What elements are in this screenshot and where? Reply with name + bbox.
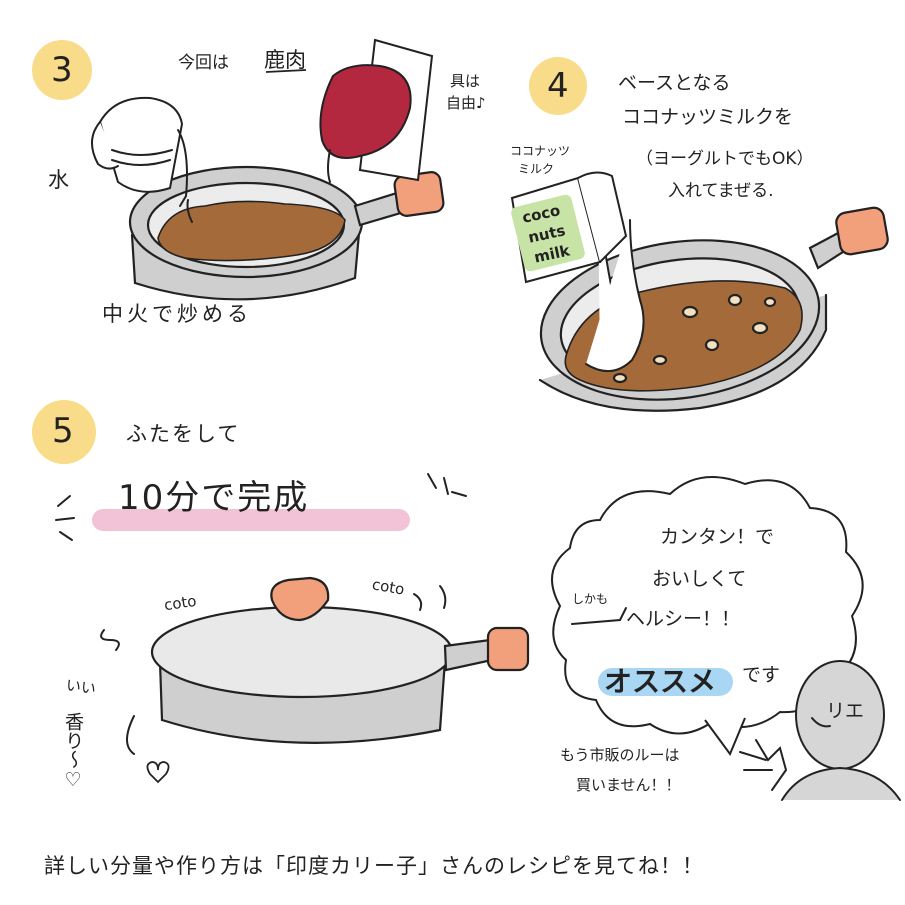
step5-pan-handle <box>486 626 530 672</box>
step5-lid-knob <box>270 576 330 622</box>
character-name: リエ <box>826 700 865 722</box>
character-speech-2: 買いません！！ <box>576 776 681 794</box>
character-rie <box>739 660 901 801</box>
step4-line1: ベースとなる <box>618 72 731 94</box>
step5-circle <box>32 400 96 464</box>
coconut-milk-carton <box>510 171 645 372</box>
water-pitcher <box>91 96 193 223</box>
bubble-shikamo: しかも <box>572 592 609 606</box>
step3-pan <box>128 165 445 301</box>
step4-circle <box>529 57 587 115</box>
heart-icon <box>146 761 170 784</box>
step3-instruction: 中火で炒める <box>102 302 252 326</box>
bubble-desu: です <box>742 664 781 686</box>
smell-line2: 香り〜♡ <box>62 712 84 791</box>
step5-number: 5 <box>52 411 74 451</box>
step4-pan-handle <box>835 206 889 256</box>
step3-note-top: 今回は <box>178 53 229 73</box>
step5-line1: ふたをして <box>126 422 241 446</box>
carton-label <box>511 194 585 272</box>
bubble-line1: カンタン！で <box>660 526 775 548</box>
character-speech-1: もう市販のルーは <box>560 746 680 764</box>
step4-line2: ココナッツミルクを <box>622 106 794 128</box>
step4-line4: 入れてまぜる. <box>668 181 774 201</box>
bubble-line2: おいしくて <box>652 568 747 590</box>
step5-pan <box>150 576 530 744</box>
step3-circle <box>32 40 92 100</box>
step3-water-label: 水 <box>48 168 69 192</box>
carton-caption-2: ミルク <box>518 162 555 176</box>
step3-note-side-2: 自由♪ <box>446 94 486 112</box>
meat-tray <box>319 38 434 183</box>
blue-highlight <box>598 668 733 696</box>
step4-line3: （ヨーグルトでもOK） <box>636 149 814 169</box>
bubble-osusume: オススメ <box>604 665 717 698</box>
smell-line1: いい <box>64 675 98 698</box>
shikamo-arrow <box>571 607 627 625</box>
bubble-tail <box>704 717 746 757</box>
step5-line2: 10分で完成 <box>118 478 310 518</box>
carton-caption-1: ココナッツ <box>510 144 571 158</box>
pink-highlight <box>92 509 410 531</box>
step3-number: 3 <box>51 50 73 90</box>
step3-curry <box>157 200 346 262</box>
step3-note-side-1: 具は <box>450 72 481 90</box>
step3-note-meat: 鹿肉 <box>264 48 306 72</box>
footer-note: 詳しい分量や作り方は「印度カリー子」さんのレシピを見てね！！ <box>44 854 704 878</box>
step4-number: 4 <box>547 66 569 106</box>
motion-lines <box>55 473 467 755</box>
bubble-line3: ヘルシー！！ <box>626 608 741 630</box>
